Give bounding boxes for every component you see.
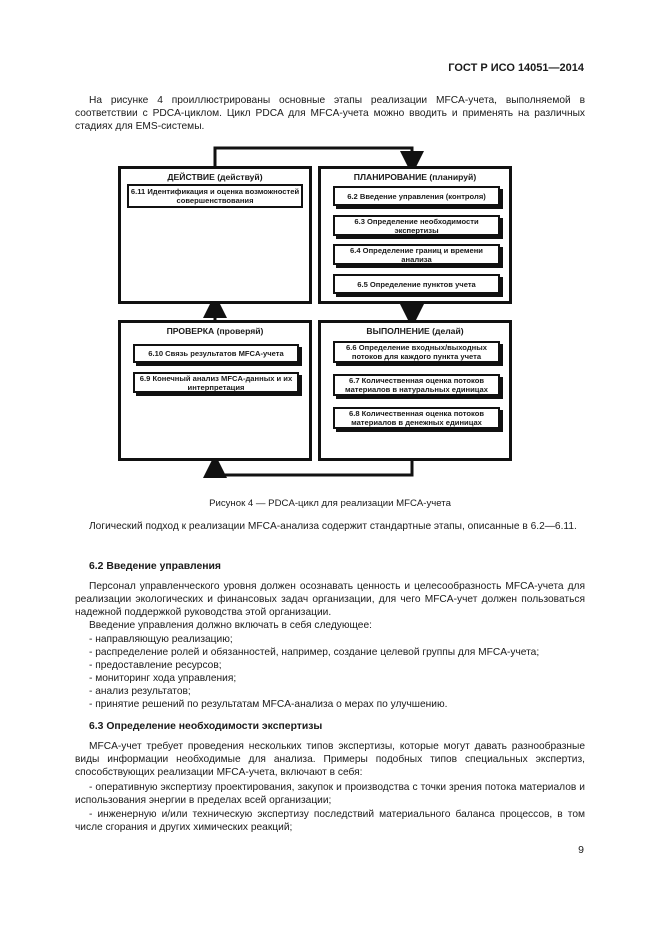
intro-paragraph: На рисунке 4 проиллюстрированы основные … [75,95,585,132]
plan-title: ПЛАНИРОВАНИЕ (планируй) [353,172,477,182]
check-title: ПРОВЕРКА (проверяй) [166,326,264,336]
list-item: - анализ результатов; [89,686,191,697]
do-item-6-7: 6.7 Количественная оценка потоков матери… [333,374,500,396]
section-6-3-bullet-1: - оперативную экспертизу проектирования,… [75,782,585,806]
plan-item-6-4: 6.4 Определение границ и времени анализа [333,244,500,265]
list-item: - направляющую реализацию; [89,634,233,645]
check-item-6-9: 6.9 Конечный анализ MFCA-данных и их инт… [133,372,299,393]
list-item: - принятие решений по результатам MFCA-а… [89,699,448,710]
check-item-6-10: 6.10 Связь результатов MFCA-учета [133,344,299,363]
check-box: ПРОВЕРКА (проверяй) 6.10 Связь результат… [118,320,312,461]
standard-header: ГОСТ Р ИСО 14051—2014 [448,62,584,74]
section-6-2-heading: 6.2 Введение управления [89,561,221,572]
arrow-do-to-check [203,454,414,478]
list-item: - распределение ролей и обязанностей, на… [89,647,540,658]
act-box: ДЕЙСТВИЕ (действуй) 6.11 Идентификация и… [118,166,312,304]
section-6-3-bullet-2: - инженерную и/или техническую экспертиз… [75,809,585,833]
arrow-act-to-plan [213,146,424,175]
act-item-6-11: 6.11 Идентификация и оценка возможностей… [127,184,303,208]
do-item-6-6: 6.6 Определение входных/выходных потоков… [333,341,500,363]
after-figure-paragraph: Логический подход к реализации MFCA-анал… [89,521,577,532]
do-box: ВЫПОЛНЕНИЕ (делай) 6.6 Определение входн… [318,320,512,461]
section-6-2-paragraph-2: Введение управления должно включать в се… [89,620,372,631]
plan-item-6-5: 6.5 Определение пунктов учета [333,274,500,294]
plan-item-6-3: 6.3 Определение необходимости экспертизы [333,215,500,236]
plan-item-6-2: 6.2 Введение управления (контроля) [333,186,500,206]
section-6-3-paragraph-1: MFCA-учет требует проведения нескольких … [75,741,585,778]
plan-box: ПЛАНИРОВАНИЕ (планируй) 6.2 Введение упр… [318,166,512,304]
act-title: ДЕЙСТВИЕ (действуй) [167,172,263,182]
section-6-3-heading: 6.3 Определение необходимости экспертизы [89,721,323,732]
do-title: ВЫПОЛНЕНИЕ (делай) [366,326,464,336]
do-item-6-8: 6.8 Количественная оценка потоков матери… [333,407,500,429]
list-item: - мониторинг хода управления; [89,673,237,684]
section-6-2-paragraph-1: Персонал управленческого уровня должен о… [75,581,585,618]
page-number: 9 [578,844,584,856]
figure-caption: Рисунок 4 — PDCA-цикл для реализации MFC… [209,498,451,509]
list-item: - предоставление ресурсов; [89,660,222,671]
section-6-2-list: - направляющую реализацию; - распределен… [75,633,585,711]
